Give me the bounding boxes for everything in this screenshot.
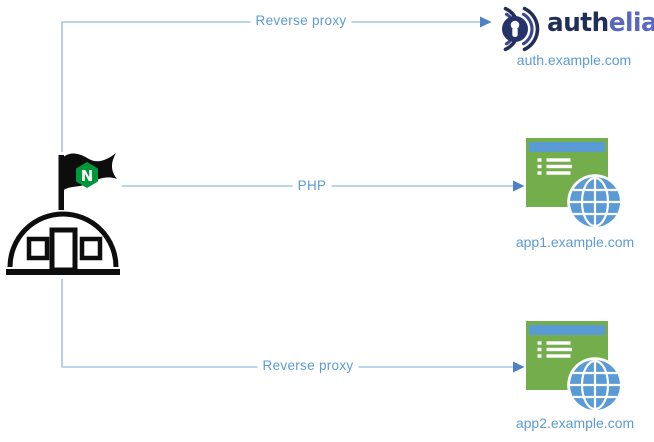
authelia-lock-icon: [502, 6, 540, 52]
bunker-dome: [7, 211, 119, 268]
authelia-outer-arc-right: [522, 6, 540, 52]
edge-label-php: PHP: [292, 177, 332, 195]
keyhole-stem: [512, 27, 518, 37]
app-titlebar: [529, 142, 605, 152]
edge-nginx-to-app2: [61, 279, 514, 368]
nginx-flag-bunker-icon: N: [6, 153, 120, 275]
app-titlebar: [529, 325, 605, 335]
bunker-door: [49, 227, 78, 273]
arrowhead-app2: [513, 361, 525, 373]
nginx-letter: N: [81, 167, 94, 185]
bunker-window-left: [26, 236, 50, 261]
nginx-hexagon-icon: [76, 162, 98, 188]
web-app-globe-icon-app2: [526, 321, 623, 413]
globe-icon: [567, 174, 623, 230]
domain-label-app1: app1.example.com: [515, 234, 635, 250]
edge-label-reverse-proxy-top: Reverse proxy: [250, 12, 352, 30]
authelia-wordmark-dark: auth: [547, 8, 609, 38]
app-menu-lines: [537, 341, 572, 358]
authelia-wordmark-light: elia: [608, 8, 654, 38]
web-app-globe-icon-app1: [526, 138, 623, 230]
arrowhead-authelia: [480, 16, 492, 28]
app-menu-lines: [537, 158, 572, 175]
keyhole-head: [510, 20, 520, 30]
domain-label-app2: app2.example.com: [515, 415, 635, 431]
authelia-inner-arc-right: [521, 12, 534, 46]
arrowhead-app1: [513, 180, 525, 192]
bunker-window-right: [79, 236, 103, 261]
authelia-wordmark: authelia: [547, 8, 654, 39]
globe-icon: [567, 357, 623, 413]
edge-label-reverse-proxy-bottom: Reverse proxy: [257, 357, 359, 375]
domain-label-auth: auth.example.com: [516, 52, 632, 68]
flag-pole: [58, 155, 64, 210]
edge-nginx-to-authelia: [61, 21, 481, 152]
